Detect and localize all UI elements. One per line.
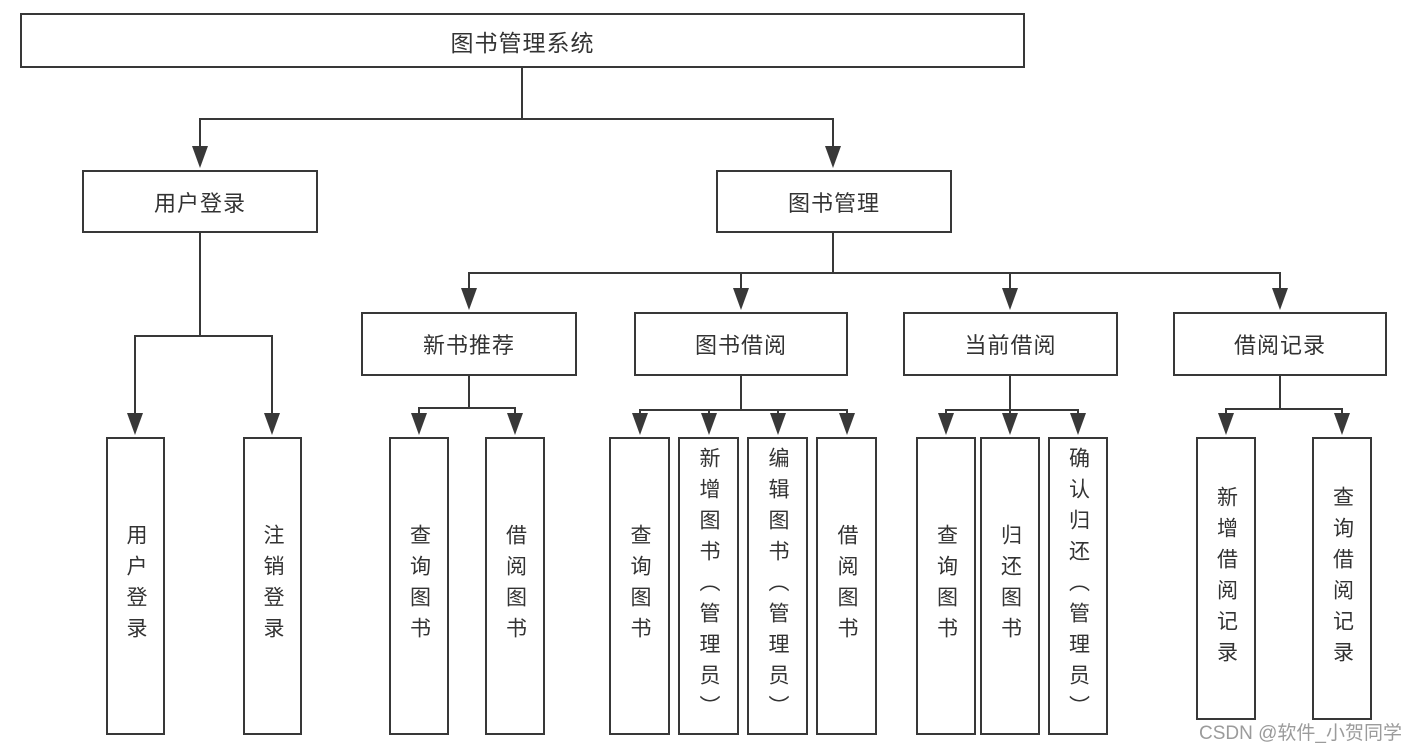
node-book-management: 图书管理	[716, 170, 952, 233]
connector-drop	[846, 409, 848, 415]
leaf-confirm-return-admin: 确认归还（管理员）	[1048, 437, 1108, 735]
node-label: 图书管理	[787, 190, 880, 216]
connector-drop	[514, 407, 516, 415]
arrow-down-icon	[264, 413, 280, 435]
connector-book-management-stem	[832, 233, 834, 272]
leaf-label: 查询图书	[934, 524, 958, 648]
node-user-login: 用户登录	[82, 170, 318, 233]
leaf-borrow-books: 借阅图书	[816, 437, 877, 735]
leaf-label: 借阅图书	[835, 524, 858, 648]
arrow-down-icon	[507, 413, 523, 435]
arrow-down-icon	[1218, 413, 1234, 435]
connector-drop	[639, 409, 641, 415]
node-current-borrowing: 当前借阅	[903, 312, 1118, 376]
node-label: 借阅记录	[1233, 333, 1326, 358]
connector-drop-new-book	[468, 272, 470, 292]
connector-new-book-crossbar	[418, 407, 516, 409]
arrow-down-icon	[770, 413, 786, 435]
node-label: 图书借阅	[694, 333, 787, 358]
leaf-add-books-admin: 新增图书（管理员）	[678, 437, 739, 735]
connector-new-book-stem	[468, 376, 470, 407]
connector-drop	[1225, 408, 1227, 415]
leaf-add-borrow-record: 新增借阅记录	[1196, 437, 1256, 720]
leaf-label: 注销登录	[261, 524, 284, 648]
connector-drop	[777, 409, 779, 415]
arrow-down-icon	[411, 413, 427, 435]
connector-root-stem	[521, 68, 523, 119]
connector-drop-book-borrow	[740, 272, 742, 292]
arrow-down-icon	[1002, 413, 1018, 435]
node-label: 用户登录	[153, 190, 246, 216]
arrow-down-icon	[127, 413, 143, 435]
leaf-query-books-recommendation: 查询图书	[389, 437, 449, 735]
connector-current-borrow-crossbar	[945, 409, 1079, 411]
arrow-down-icon	[632, 413, 648, 435]
connector-drop-user-login	[199, 118, 201, 150]
connector-current-borrow-stem	[1009, 376, 1011, 409]
connector-user-login-crossbar	[134, 335, 273, 337]
leaf-logout: 注销登录	[243, 437, 302, 735]
node-label: 新书推荐	[422, 333, 515, 358]
arrow-down-icon	[733, 288, 749, 310]
connector-drop-leaf-user-login	[134, 335, 136, 415]
connector-user-login-stem	[199, 233, 201, 335]
node-label: 当前借阅	[964, 333, 1057, 358]
node-book-management-system: 图书管理系统	[20, 13, 1025, 68]
leaf-label: 用户登录	[124, 524, 147, 648]
leaf-label: 确认归还（管理员）	[1066, 446, 1090, 726]
connector-borrow-records-crossbar	[1225, 408, 1341, 410]
connector-borrow-records-stem	[1279, 376, 1281, 408]
leaf-label: 编辑图书（管理员）	[766, 446, 789, 726]
arrow-down-icon	[1070, 413, 1086, 435]
connector-drop	[418, 407, 420, 415]
node-new-book-recommendation: 新书推荐	[361, 312, 577, 376]
leaf-query-borrow-record: 查询借阅记录	[1312, 437, 1372, 720]
leaf-label: 新增图书（管理员）	[697, 446, 720, 726]
arrow-down-icon	[839, 413, 855, 435]
leaf-label: 查询图书	[628, 524, 651, 648]
node-book-borrowing: 图书借阅	[634, 312, 848, 376]
connector-drop	[945, 409, 947, 415]
node-label: 图书管理系统	[450, 29, 595, 56]
connector-drop	[1341, 408, 1343, 415]
connector-book-management-crossbar	[468, 272, 1281, 274]
arrow-down-icon	[192, 146, 208, 168]
connector-drop	[1009, 409, 1011, 415]
leaf-label: 新增借阅记录	[1214, 485, 1238, 672]
leaf-label: 查询图书	[407, 524, 431, 648]
arrow-down-icon	[938, 413, 954, 435]
arrow-down-icon	[1002, 288, 1018, 310]
connector-book-borrow-crossbar	[639, 409, 847, 411]
leaf-borrow-books-recommendation: 借阅图书	[485, 437, 545, 735]
leaf-label: 归还图书	[998, 524, 1022, 648]
leaf-edit-books-admin: 编辑图书（管理员）	[747, 437, 808, 735]
connector-drop	[1077, 409, 1079, 415]
leaf-query-books-borrowing: 查询图书	[609, 437, 670, 735]
leaf-label: 借阅图书	[503, 524, 527, 648]
leaf-label: 查询借阅记录	[1330, 485, 1354, 672]
node-borrowing-records: 借阅记录	[1173, 312, 1387, 376]
connector-drop-leaf-logout	[271, 335, 273, 415]
arrow-down-icon	[1334, 413, 1350, 435]
leaf-return-books: 归还图书	[980, 437, 1040, 735]
arrow-down-icon	[825, 146, 841, 168]
connector-book-borrow-stem	[740, 376, 742, 409]
connector-drop-borrow-records	[1279, 272, 1281, 292]
arrow-down-icon	[1272, 288, 1288, 310]
connector-drop-current-borrow	[1009, 272, 1011, 292]
leaf-query-books-current: 查询图书	[916, 437, 976, 735]
connector-root-crossbar	[199, 118, 834, 120]
connector-drop	[708, 409, 710, 415]
arrow-down-icon	[461, 288, 477, 310]
arrow-down-icon	[701, 413, 717, 435]
csdn-watermark: CSDN @软件_小贺同学	[1199, 723, 1402, 744]
connector-drop-book-management	[832, 118, 834, 150]
leaf-user-login: 用户登录	[106, 437, 165, 735]
